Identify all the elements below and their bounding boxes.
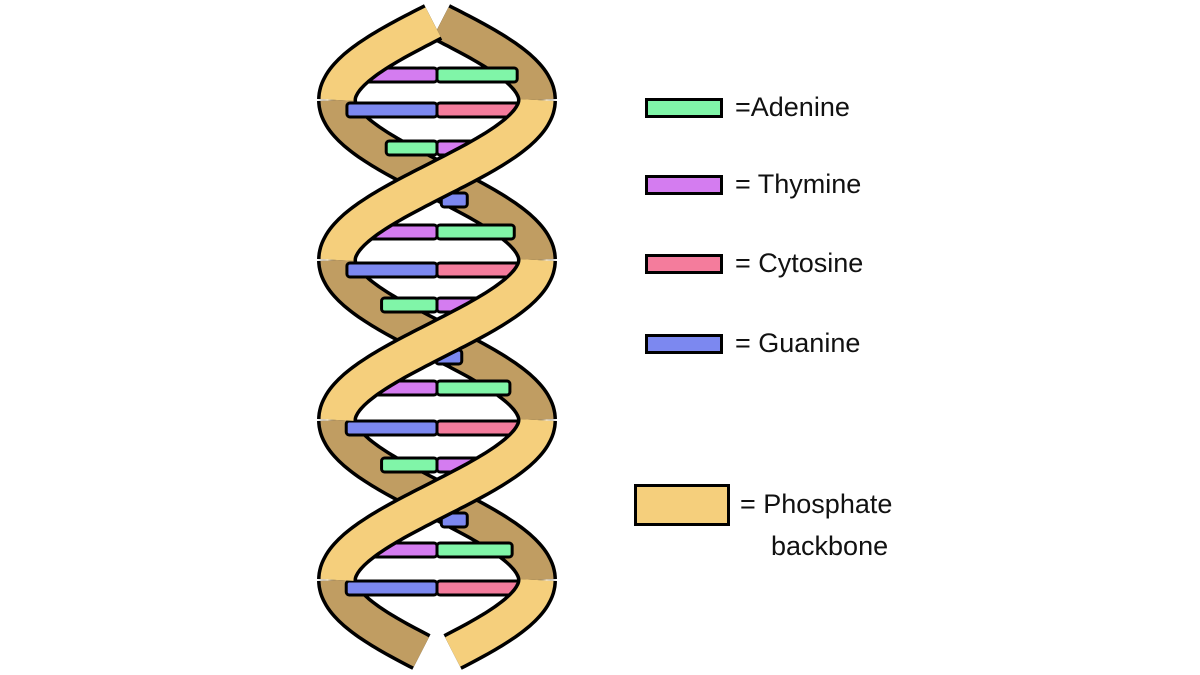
legend-adenine: =Adenine — [645, 92, 850, 123]
adenine-base — [435, 541, 514, 559]
backbone-strand-back — [431, 4, 557, 101]
legend-label: = Thymine — [735, 169, 862, 199]
backbone-strand-front — [317, 259, 557, 421]
legend-label: = Cytosine — [735, 248, 864, 278]
backbone-strand-front — [317, 99, 557, 261]
guanine-base — [344, 419, 439, 437]
base-pair — [344, 419, 530, 437]
adenine-base — [435, 223, 516, 241]
adenine-base — [435, 379, 512, 397]
guanine-base — [344, 579, 439, 597]
backbone-swatch — [634, 484, 730, 526]
legend-guanine: = Guanine — [645, 328, 860, 359]
legend-label: =Adenine — [735, 92, 850, 122]
backbone-label-line1: = Phosphate — [740, 489, 893, 519]
backbone-label-line2: backbone — [771, 531, 889, 561]
adenine-base — [435, 66, 519, 84]
backbone-strand-front — [317, 4, 443, 101]
guanine-base — [345, 101, 439, 119]
legend-label: = Guanine — [735, 328, 861, 358]
adenine-base — [380, 296, 439, 314]
adenine-base — [384, 139, 439, 157]
backbone-strand-back — [317, 579, 431, 670]
legend-backbone: = Phosphate backbone — [634, 484, 892, 567]
guanine-base — [345, 261, 439, 279]
adenine-swatch — [645, 97, 723, 118]
cytosine-swatch — [645, 253, 723, 274]
guanine-swatch — [645, 333, 723, 354]
base-pair — [345, 261, 529, 279]
legend-thymine: = Thymine — [645, 169, 861, 200]
adenine-base — [380, 456, 439, 474]
thymine-swatch — [645, 174, 723, 195]
base-pair — [344, 579, 530, 597]
base-pair — [345, 101, 529, 119]
backbone-strand-front — [317, 419, 557, 581]
backbone-strand-front — [443, 579, 557, 670]
legend-cytosine: = Cytosine — [645, 248, 863, 279]
